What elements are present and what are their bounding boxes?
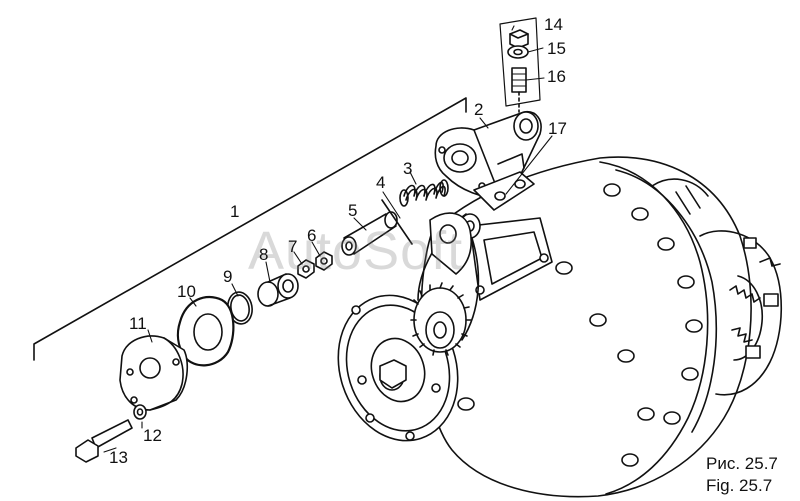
figure-caption-en: Fig. 25.7 xyxy=(706,476,773,495)
callout-9: 9 xyxy=(223,267,233,286)
figure-caption-ru: Рис. 25.7 xyxy=(706,454,778,473)
part-8-bushing xyxy=(257,273,299,307)
callout-15: 15 xyxy=(547,39,566,58)
watermark-text: AutoSoft xyxy=(248,221,464,281)
drive-flange xyxy=(337,294,459,442)
main-housing xyxy=(420,156,783,498)
callout-13: 13 xyxy=(109,448,128,467)
callout-7: 7 xyxy=(288,237,298,256)
callout-14: 14 xyxy=(544,15,563,34)
callout-5: 5 xyxy=(348,201,358,220)
callout-1: 1 xyxy=(230,202,240,221)
callout-11: 11 xyxy=(129,314,147,333)
callout-12: 12 xyxy=(143,426,162,445)
mounting-pad xyxy=(469,217,553,301)
callout-16: 16 xyxy=(547,67,566,86)
callout-3: 3 xyxy=(403,159,413,178)
callout-6: 6 xyxy=(307,226,317,245)
part-11-cover xyxy=(119,335,189,411)
part-5-plunger xyxy=(341,211,398,256)
callout-4: 4 xyxy=(376,173,386,192)
parts-12-13-bolt xyxy=(75,404,147,463)
callout-10: 10 xyxy=(177,282,196,301)
part-3-spring xyxy=(399,179,449,207)
leader-lines xyxy=(103,25,553,453)
callout-17: 17 xyxy=(548,119,567,138)
part-4-lever xyxy=(381,199,472,275)
parts-14-16-stack xyxy=(499,17,541,113)
assembly-group-bracket xyxy=(33,97,467,361)
part-17-gasket xyxy=(473,171,535,211)
chain-drive xyxy=(410,213,481,356)
part-10-gasket xyxy=(176,295,235,367)
callout-2: 2 xyxy=(474,100,484,119)
callout-8: 8 xyxy=(259,245,269,264)
